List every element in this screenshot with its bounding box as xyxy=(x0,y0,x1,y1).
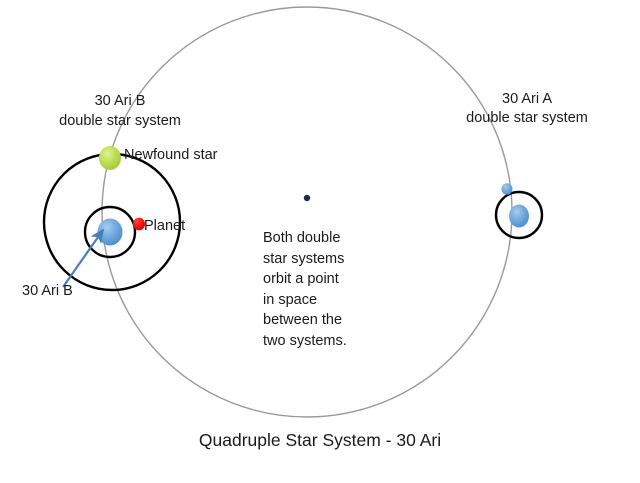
diagram-title: Quadruple Star System - 30 Ari xyxy=(198,430,442,450)
label-30-ari-b-title: 30 Ari B xyxy=(94,93,146,109)
label-30-ari-b-pointer: 30 Ari B xyxy=(22,283,73,299)
newfound-star-icon xyxy=(99,146,121,170)
label-30-ari-b-subtitle: double star system xyxy=(59,113,181,129)
center-note-line-5: between the xyxy=(263,312,343,329)
center-note-line-1: Both double xyxy=(263,230,341,246)
system-b-inner-orbit xyxy=(83,205,137,259)
label-planet: Planet xyxy=(144,218,186,234)
star-30-ari-a-secondary-icon xyxy=(501,183,513,195)
label-newfound-star: Newfound star xyxy=(124,147,218,163)
label-30-ari-a-subtitle: double star system xyxy=(466,110,588,126)
planet-body-icon xyxy=(133,217,145,231)
center-explanation-note: Both double star systems orbit a point i… xyxy=(263,228,373,351)
center-note-line-6: two systems. xyxy=(263,332,347,349)
center-note-line-4: in space xyxy=(263,291,318,308)
system-a-orbit xyxy=(494,190,544,240)
label-30-ari-a-title: 30 Ari A xyxy=(502,91,552,107)
pointer-arrow-icon xyxy=(62,228,105,288)
mutual-orbit-circle xyxy=(101,6,513,418)
center-note-line-3: orbit a point xyxy=(263,271,339,288)
star-30-ari-a-primary-icon xyxy=(509,204,529,228)
barycenter-dot xyxy=(303,194,311,202)
center-note-line-2: star systems xyxy=(263,250,345,267)
